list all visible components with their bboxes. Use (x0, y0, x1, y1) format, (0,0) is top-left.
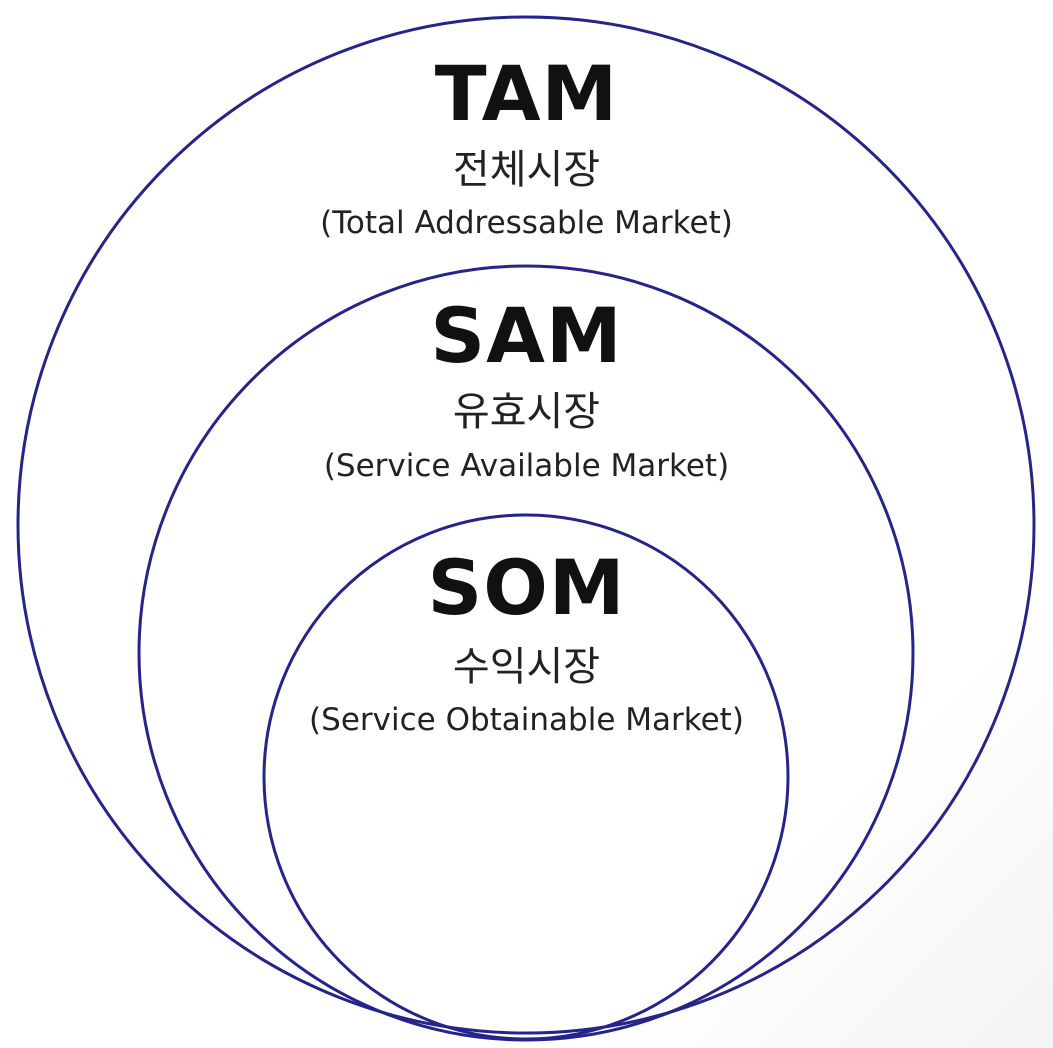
sam-english-label: (Service Available Market) (323, 448, 730, 484)
tam-circle (16, 15, 1036, 1035)
sam-korean-label: 유효시장 (452, 389, 601, 435)
som-korean-label: 수익시장 (452, 644, 601, 690)
tam-korean-label: 전체시장 (452, 147, 601, 193)
som-english-label: (Service Obtainable Market) (309, 702, 744, 738)
tam-english-label: (Total Addressable Market) (320, 205, 733, 241)
som-title: SOM (427, 543, 626, 632)
sam-title: SAM (430, 291, 623, 380)
som-circle (262, 513, 790, 1041)
tam-title: TAM (434, 49, 619, 138)
